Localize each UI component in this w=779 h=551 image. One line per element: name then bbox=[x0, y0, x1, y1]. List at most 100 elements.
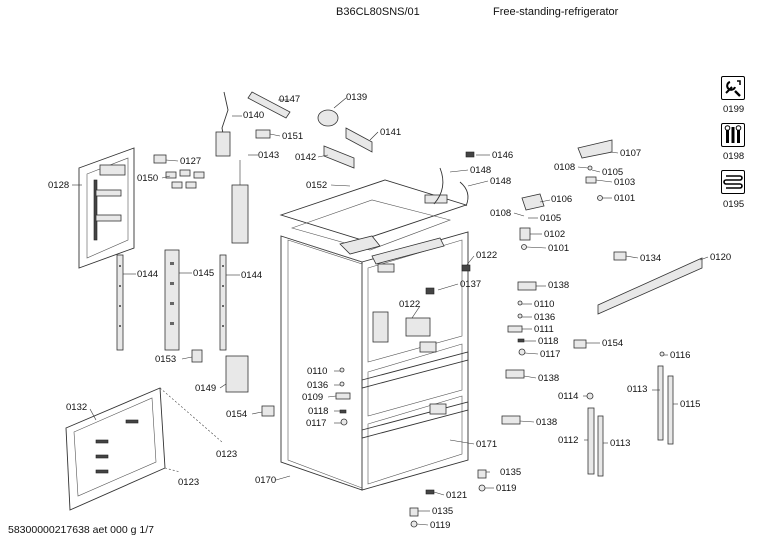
part-0109 bbox=[335, 392, 351, 400]
part-0138b bbox=[505, 369, 525, 379]
part-0118a bbox=[517, 338, 525, 343]
callout-0113-lower[interactable]: 0113 bbox=[610, 438, 631, 449]
callout-0138-lower[interactable]: 0138 bbox=[536, 417, 558, 428]
part-0138a bbox=[517, 281, 537, 291]
callout-0151[interactable]: 0151 bbox=[282, 131, 304, 142]
part-0136a bbox=[517, 313, 523, 319]
callout-0147[interactable]: 0147 bbox=[279, 94, 301, 105]
part-0108a bbox=[587, 165, 593, 171]
part-0115 bbox=[667, 375, 674, 445]
callout-0110-left[interactable]: 0110 bbox=[307, 366, 328, 377]
rail-0144-right bbox=[219, 254, 227, 351]
callout-0113-right[interactable]: 0113 bbox=[627, 384, 648, 395]
callout-0102[interactable]: 0102 bbox=[544, 229, 566, 240]
callout-0106[interactable]: 0106 bbox=[551, 194, 573, 205]
heating-coil-icon[interactable] bbox=[721, 170, 745, 194]
callout-0122-lower[interactable]: 0122 bbox=[399, 299, 421, 310]
callout-0122-upper[interactable]: 0122 bbox=[476, 250, 498, 261]
callout-0123-left[interactable]: 0123 bbox=[178, 477, 200, 488]
callout-0144-right[interactable]: 0144 bbox=[241, 270, 263, 281]
callout-0138-middle[interactable]: 0138 bbox=[538, 373, 560, 384]
callout-0136-left[interactable]: 0136 bbox=[307, 380, 329, 391]
tool-kit-icon[interactable] bbox=[721, 123, 745, 147]
callout-0135-right[interactable]: 0135 bbox=[500, 467, 522, 478]
callout-0108-lower[interactable]: 0108 bbox=[490, 208, 512, 219]
part-0147 bbox=[247, 91, 291, 119]
callout-0138-upper[interactable]: 0138 bbox=[548, 280, 570, 291]
callout-0118-left[interactable]: 0118 bbox=[308, 406, 329, 417]
callout-0116[interactable]: 0116 bbox=[670, 350, 691, 361]
callout-0154-left[interactable]: 0154 bbox=[226, 409, 248, 420]
callout-0140[interactable]: 0140 bbox=[243, 110, 265, 121]
callout-0112[interactable]: 0112 bbox=[558, 435, 579, 446]
repair-tools-icon[interactable] bbox=[721, 76, 745, 100]
callout-0115[interactable]: 0115 bbox=[680, 399, 701, 410]
part-0138c bbox=[501, 415, 521, 425]
callout-0144-left[interactable]: 0144 bbox=[137, 269, 159, 280]
callout-0146[interactable]: 0146 bbox=[492, 150, 514, 161]
callout-0107[interactable]: 0107 bbox=[620, 148, 642, 159]
part-0150 bbox=[165, 169, 205, 189]
part-0139 bbox=[317, 109, 339, 127]
callout-0134[interactable]: 0134 bbox=[640, 253, 662, 264]
model-number: B36CL80SNS/01 bbox=[336, 6, 420, 18]
callout-0135-lower[interactable]: 0135 bbox=[432, 506, 454, 517]
callout-0154-right[interactable]: 0154 bbox=[602, 338, 624, 349]
callout-0170[interactable]: 0170 bbox=[255, 475, 277, 486]
callout-0132[interactable]: 0132 bbox=[66, 402, 88, 413]
part-0143 bbox=[231, 160, 249, 244]
callout-0105-upper[interactable]: 0105 bbox=[602, 167, 624, 178]
part-0117a bbox=[518, 348, 526, 356]
part-0113a bbox=[657, 365, 664, 441]
callout-0142[interactable]: 0142 bbox=[295, 152, 317, 163]
callout-0101-upper[interactable]: 0101 bbox=[614, 193, 636, 204]
callout-0121[interactable]: 0121 bbox=[446, 490, 468, 501]
part-0120 bbox=[597, 257, 703, 315]
callout-0110-right[interactable]: 0110 bbox=[534, 299, 555, 310]
callout-0152[interactable]: 0152 bbox=[306, 180, 328, 191]
icon-label-0198: 0198 bbox=[723, 151, 745, 162]
part-0117b bbox=[340, 418, 348, 426]
part-0136b bbox=[339, 381, 345, 387]
part-0154a bbox=[573, 339, 587, 349]
callout-0118-right[interactable]: 0118 bbox=[538, 336, 559, 347]
callout-0128[interactable]: 0128 bbox=[48, 180, 70, 191]
callout-0137[interactable]: 0137 bbox=[460, 279, 482, 290]
part-0146 bbox=[465, 151, 475, 158]
part-0114 bbox=[586, 392, 594, 400]
callout-0101-lower[interactable]: 0101 bbox=[548, 243, 570, 254]
callout-0127[interactable]: 0127 bbox=[180, 156, 202, 167]
part-0110a bbox=[517, 300, 523, 306]
callout-0108-upper[interactable]: 0108 bbox=[554, 162, 576, 173]
callout-0149[interactable]: 0149 bbox=[195, 383, 217, 394]
callout-0105-lower[interactable]: 0105 bbox=[540, 213, 562, 224]
bottom-panel-0132 bbox=[65, 387, 223, 511]
callout-0141[interactable]: 0141 bbox=[380, 127, 402, 138]
callout-0145[interactable]: 0145 bbox=[193, 268, 215, 279]
callout-0150[interactable]: 0150 bbox=[137, 173, 159, 184]
part-0135b bbox=[409, 507, 419, 517]
callout-0153[interactable]: 0153 bbox=[155, 354, 177, 365]
callout-0171[interactable]: 0171 bbox=[476, 439, 498, 450]
callout-0114[interactable]: 0114 bbox=[558, 391, 579, 402]
callout-0117-left[interactable]: 0117 bbox=[306, 418, 327, 429]
callout-0109[interactable]: 0109 bbox=[302, 392, 324, 403]
part-0103 bbox=[585, 176, 597, 184]
part-0149 bbox=[225, 355, 249, 393]
callout-0117-right[interactable]: 0117 bbox=[540, 349, 561, 360]
callout-0136-right[interactable]: 0136 bbox=[534, 312, 556, 323]
callout-0139[interactable]: 0139 bbox=[346, 92, 368, 103]
part-0148 bbox=[433, 167, 469, 207]
callout-0148-upper[interactable]: 0148 bbox=[470, 165, 492, 176]
callout-0119-lower[interactable]: 0119 bbox=[430, 520, 451, 531]
callout-0120[interactable]: 0120 bbox=[710, 252, 732, 263]
callout-0123-right[interactable]: 0123 bbox=[216, 449, 238, 460]
callout-0103[interactable]: 0103 bbox=[614, 177, 636, 188]
callout-0119-right[interactable]: 0119 bbox=[496, 483, 517, 494]
callout-0148-lower[interactable]: 0148 bbox=[490, 176, 512, 187]
callout-0143[interactable]: 0143 bbox=[258, 150, 280, 161]
callout-0111[interactable]: 0111 bbox=[534, 324, 554, 335]
part-0127 bbox=[153, 154, 167, 164]
rail-0144-left bbox=[116, 254, 124, 351]
